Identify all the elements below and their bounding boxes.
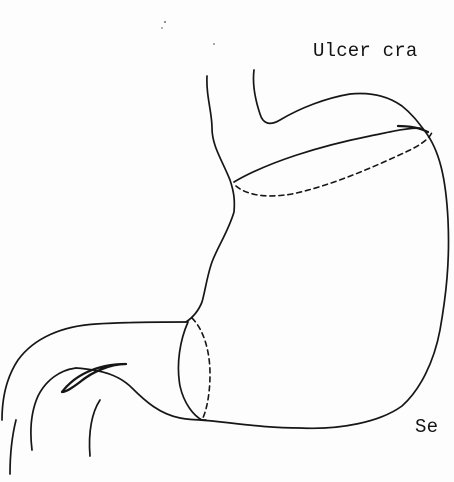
duodenum-descending-right xyxy=(89,400,100,456)
esophagus-left-wall xyxy=(186,76,234,322)
duodenum-descending-left xyxy=(10,420,16,474)
pylorus-ring-front xyxy=(178,322,202,420)
speck-mark xyxy=(213,43,215,45)
upper-band-dashed-line xyxy=(236,132,432,196)
pylorus-ring-back xyxy=(192,318,210,420)
greater-curvature-outline xyxy=(200,130,449,428)
speck-mark xyxy=(164,21,166,23)
duodenum-lower-wall xyxy=(31,368,76,450)
bottom-annotation-label: Se xyxy=(415,416,438,438)
antrum-lower-line xyxy=(76,368,206,420)
top-annotation-label: Ulcer cra xyxy=(313,40,417,62)
upper-band-solid-line xyxy=(234,128,420,182)
esophagus-right-wall xyxy=(253,70,424,130)
speck-mark xyxy=(161,27,162,28)
